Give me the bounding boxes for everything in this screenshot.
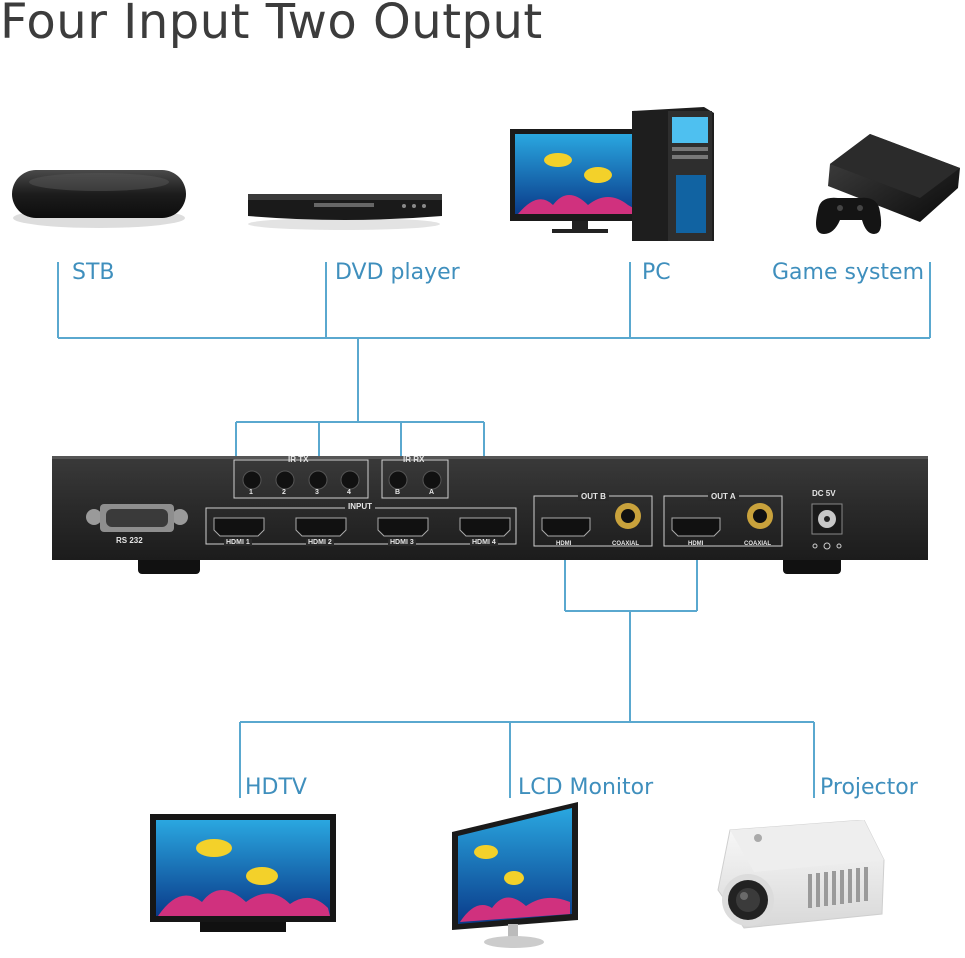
page-title: Four Input Two Output <box>0 0 543 50</box>
projector-icon <box>717 820 885 929</box>
matrix-switcher-back-panel <box>52 456 928 574</box>
set-top-box-icon <box>12 170 186 228</box>
label-projector: Projector <box>820 775 918 800</box>
label-lcd-monitor: LCD Monitor <box>518 775 654 800</box>
desktop-pc-icon <box>510 107 714 241</box>
hdtv-icon <box>150 814 336 932</box>
dvd-player-icon <box>248 194 442 230</box>
label-hdtv: HDTV <box>245 775 307 800</box>
label-game-system: Game system <box>772 260 925 285</box>
label-stb: STB <box>72 260 115 285</box>
label-dvd-player: DVD player <box>335 260 460 285</box>
label-pc: PC <box>642 260 671 285</box>
game-console-icon <box>816 134 960 234</box>
lcd-monitor-icon <box>452 802 578 948</box>
rs232-port <box>86 504 188 532</box>
